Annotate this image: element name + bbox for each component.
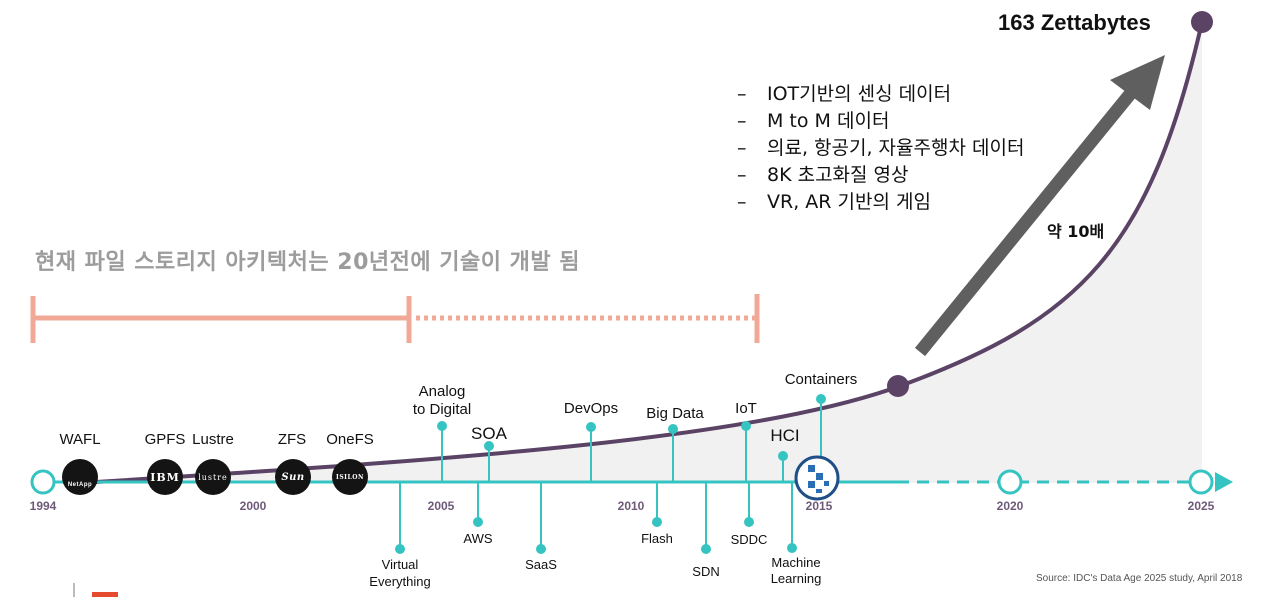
label-zfs: ZFS [277,431,307,448]
year-2025: 2025 [1187,499,1215,513]
label-soa: SOA [471,424,507,443]
label-iot: IoT [735,400,757,417]
container-logo-mark [808,465,829,493]
architecture-heading: 현재 파일 스토리지 아키텍처는 20년전에 기술이 개발 됨 [35,250,581,275]
bullet-list: –IOT기반의 센싱 데이터 –M to M 데이터 –의료, 항공기, 자율주… [737,81,1024,216]
label-virtual: Virtual Everything [369,557,431,589]
growth-arrow-shaft [914,83,1141,357]
timeline-node-2020 [997,469,1023,495]
label-aws: AWS [463,531,493,546]
label-containers: Containers [784,371,858,388]
label-sddc: SDDC [730,532,768,547]
year-2015: 2015 [805,499,833,513]
label-analog: Analog to Digital [412,383,472,418]
curve-point-2025 [1191,11,1213,33]
year-2020: 2020 [996,499,1024,513]
sun-logo: Sun [275,459,311,495]
source-note: Source: IDC's Data Age 2025 study, April… [1036,573,1243,584]
label-saas: SaaS [525,557,557,572]
label-wafl: WAFL [59,431,101,448]
year-2010: 2010 [617,499,645,513]
growth-curve [79,21,1204,485]
label-lustre: Lustre [192,431,234,448]
corner-logo-fragment [92,592,118,597]
bullet-item: –의료, 항공기, 자율주행차 데이터 [737,137,1025,159]
label-bigdata: Big Data [646,405,704,422]
bullet-item: –VR, AR 기반의 게임 [737,191,931,213]
bullet-item: –8K 초고화질 영상 [737,164,909,186]
label-hci: HCI [770,426,800,445]
bullet-item: –M to M 데이터 [737,110,890,132]
label-devops: DevOps [563,400,619,417]
growth-multiplier-label: 약 10배 [1047,222,1105,241]
year-1994: 1994 [29,499,57,513]
growth-arrow-head [1110,55,1165,110]
netapp-logo: NetApp [62,459,98,495]
label-ml: Machine Learning [770,555,822,586]
curve-point-2017 [887,375,909,397]
timeline-node-2025 [1188,469,1214,495]
headline: 163 Zettabytes [998,10,1151,35]
ibm-logo: IBM [147,459,183,495]
label-gpfs: GPFS [144,431,186,448]
bullet-item: –IOT기반의 센싱 데이터 [737,83,952,105]
year-2005: 2005 [427,499,455,513]
timeline-start-node [30,469,56,495]
label-flash: Flash [641,531,673,546]
year-2000: 2000 [239,499,267,513]
label-sdn: SDN [692,564,720,579]
lustre-logo: lustre [195,459,231,495]
growth-area [80,22,1202,483]
netapp-logo-text: NetApp [67,482,93,488]
isilon-logo: ISILON [332,459,368,495]
timeline-arrowhead [1215,472,1233,492]
label-onefs: OneFS [326,431,374,448]
